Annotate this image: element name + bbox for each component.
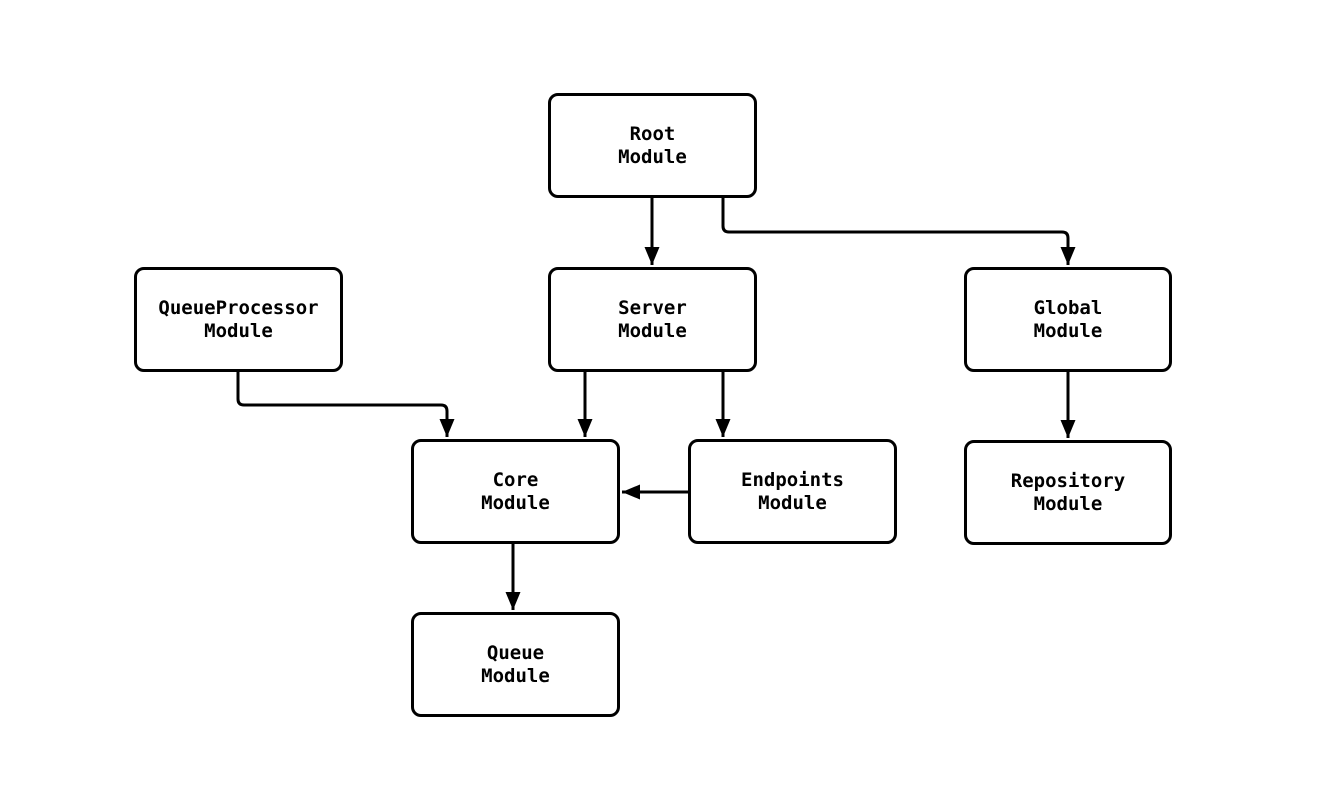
node-queueprocessor-module-label: QueueProcessor Module <box>158 296 319 342</box>
node-queue-module: Queue Module <box>411 612 620 717</box>
node-endpoints-module-label: Endpoints Module <box>741 468 844 514</box>
node-core-module: Core Module <box>411 439 620 544</box>
node-repository-module: Repository Module <box>964 440 1172 545</box>
node-global-module-label: Global Module <box>1033 296 1103 342</box>
edge-queueprocessor-to-core-arrow <box>236 371 455 437</box>
node-core-module-label: Core Module <box>481 468 550 514</box>
node-repository-module-label: Repository Module <box>1010 469 1126 515</box>
edge-root-to-global-arrow <box>721 198 1076 265</box>
node-server-module-label: Server Module <box>618 296 687 342</box>
node-queueprocessor-module: QueueProcessor Module <box>134 267 343 372</box>
node-queue-module-label: Queue Module <box>481 641 550 687</box>
node-root-module-label: Root Module <box>618 122 687 168</box>
node-global-module: Global Module <box>964 267 1172 372</box>
node-endpoints-module: Endpoints Module <box>688 439 897 544</box>
node-root-module: Root Module <box>548 93 757 198</box>
node-server-module: Server Module <box>548 267 757 372</box>
